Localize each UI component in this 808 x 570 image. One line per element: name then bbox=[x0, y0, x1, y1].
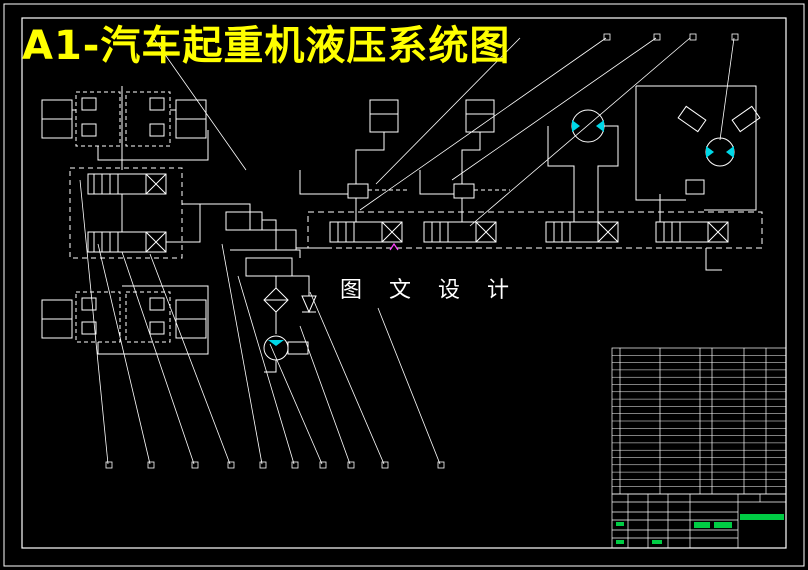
telescoping-cylinder bbox=[369, 99, 399, 133]
pump-station bbox=[225, 211, 317, 373]
motor bbox=[287, 341, 309, 355]
magenta-marker bbox=[389, 242, 399, 251]
balance-valve bbox=[347, 183, 369, 199]
balance-valve bbox=[685, 179, 705, 195]
title-block bbox=[611, 493, 787, 549]
sheet-outer-frame bbox=[3, 3, 805, 567]
valve-section-3 bbox=[545, 221, 619, 243]
luffing-cylinder-circuit bbox=[419, 99, 510, 222]
valve-section-4 bbox=[655, 221, 729, 271]
slewing-motor-circuit bbox=[547, 109, 619, 222]
telescoping-cylinder-circuit bbox=[299, 99, 410, 222]
valve-section-1 bbox=[329, 221, 403, 243]
lock-valve bbox=[125, 91, 171, 147]
leader-lines-top bbox=[151, 35, 735, 227]
parts-list-rows bbox=[612, 355, 786, 487]
lock-valve bbox=[75, 91, 121, 147]
title-block-fill bbox=[616, 514, 784, 544]
hoist-motor-circuit bbox=[635, 85, 761, 222]
leader-lines-bottom bbox=[79, 179, 441, 465]
check-valve bbox=[301, 295, 317, 314]
watermark-text: 图 文 设 计 bbox=[340, 278, 519, 303]
multiway-valve-bank bbox=[307, 211, 763, 249]
drawing-title: A1-汽车起重机液压系统图 bbox=[22, 23, 511, 69]
sheet-inner-frame bbox=[21, 17, 787, 549]
pressure-valve-block bbox=[245, 257, 293, 277]
relief-valve bbox=[225, 211, 263, 231]
outrigger-valve-block bbox=[69, 167, 250, 259]
balloon-markers bbox=[105, 33, 739, 469]
luffing-cylinder bbox=[465, 99, 495, 133]
brake-cylinder bbox=[677, 105, 707, 133]
hydraulic-pump bbox=[263, 335, 289, 361]
outrigger-group-bottom bbox=[41, 285, 209, 355]
outrigger-group-top bbox=[41, 86, 209, 170]
lock-valve bbox=[125, 291, 171, 343]
cyan-accents bbox=[268, 120, 734, 346]
main-pressure-line bbox=[182, 203, 297, 250]
valve-section-2 bbox=[423, 221, 497, 243]
balance-valve bbox=[453, 183, 475, 199]
